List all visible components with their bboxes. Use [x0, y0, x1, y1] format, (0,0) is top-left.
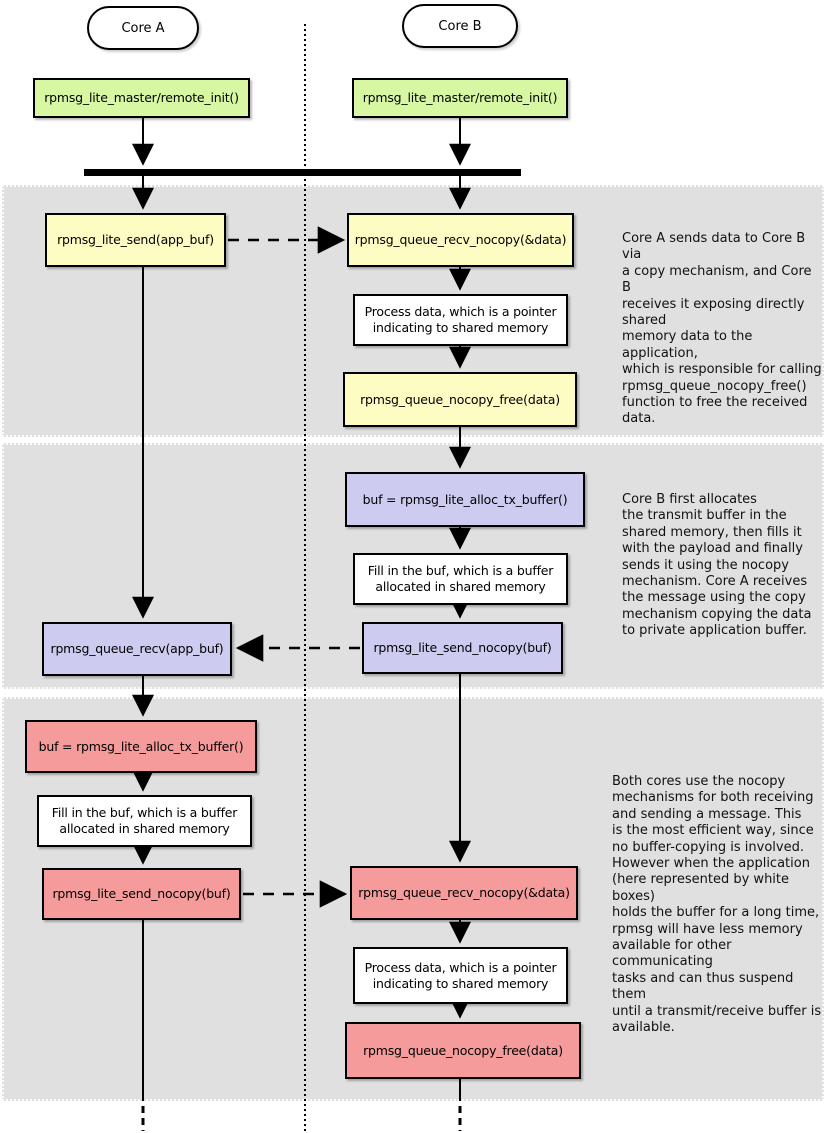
box-process-data-1-label: Process data, which is a pointer indicat…	[364, 304, 557, 335]
box-process-data-1: Process data, which is a pointer indicat…	[353, 294, 568, 346]
box-alloc-tx-buffer-b-label: buf = rpmsg_lite_alloc_tx_buffer()	[362, 491, 568, 507]
box-fill-buf-b-label: Fill in the buf, which is a buffer alloc…	[367, 563, 554, 594]
box-rpmsg-queue-recv-nocopy-label: rpmsg_queue_recv_nocopy(&data)	[354, 232, 567, 248]
box-fill-buf-b: Fill in the buf, which is a buffer alloc…	[353, 553, 568, 605]
note-nocopy-send: Core B first allocates the transmit buff…	[622, 492, 812, 639]
box-rpmsg-lite-send-nocopy-b: rpmsg_lite_send_nocopy(buf)	[362, 622, 563, 674]
box-rpmsg-queue-recv-nocopy: rpmsg_queue_recv_nocopy(&data)	[347, 213, 574, 267]
actor-core-b-label: Core B	[438, 18, 482, 34]
box-rpmsg-lite-send-nocopy-b-label: rpmsg_lite_send_nocopy(buf)	[373, 640, 552, 656]
actor-core-b: Core B	[402, 4, 518, 48]
actor-core-a-label: Core A	[121, 20, 165, 36]
box-rpmsg-queue-recv-a: rpmsg_queue_recv(app_buf)	[42, 622, 232, 676]
actor-core-a: Core A	[87, 6, 199, 50]
init-box-core-b-label: rpmsg_lite_master/remote_init()	[362, 90, 558, 106]
box-rpmsg-lite-send-nocopy-a-label: rpmsg_lite_send_nocopy(buf)	[52, 886, 231, 902]
box-rpmsg-lite-send: rpmsg_lite_send(app_buf)	[45, 213, 226, 267]
sync-bar	[84, 169, 521, 176]
init-box-core-a: rpmsg_lite_master/remote_init()	[33, 78, 250, 118]
box-fill-buf-a-label: Fill in the buf, which is a buffer alloc…	[51, 805, 238, 836]
box-rpmsg-queue-recv-nocopy-b2-label: rpmsg_queue_recv_nocopy(&data)	[358, 885, 570, 901]
box-rpmsg-queue-nocopy-free-1: rpmsg_queue_nocopy_free(data)	[343, 372, 577, 427]
box-rpmsg-queue-nocopy-free-1-label: rpmsg_queue_nocopy_free(data)	[360, 391, 560, 407]
box-rpmsg-queue-recv-nocopy-b2: rpmsg_queue_recv_nocopy(&data)	[350, 866, 578, 920]
box-fill-buf-a: Fill in the buf, which is a buffer alloc…	[37, 795, 252, 847]
note-copy-mechanism: Core A sends data to Core B via a copy m…	[622, 231, 822, 427]
box-alloc-tx-buffer-b: buf = rpmsg_lite_alloc_tx_buffer()	[345, 472, 585, 527]
box-rpmsg-queue-recv-a-label: rpmsg_queue_recv(app_buf)	[50, 641, 224, 657]
box-rpmsg-queue-nocopy-free-2-label: rpmsg_queue_nocopy_free(data)	[363, 1042, 563, 1058]
box-rpmsg-lite-send-label: rpmsg_lite_send(app_buf)	[57, 232, 214, 248]
box-alloc-tx-buffer-a: buf = rpmsg_lite_alloc_tx_buffer()	[25, 720, 257, 773]
init-box-core-b: rpmsg_lite_master/remote_init()	[352, 78, 568, 118]
box-process-data-2-label: Process data, which is a pointer indicat…	[364, 959, 557, 991]
init-box-core-a-label: rpmsg_lite_master/remote_init()	[44, 90, 239, 106]
box-rpmsg-lite-send-nocopy-a: rpmsg_lite_send_nocopy(buf)	[42, 868, 241, 920]
box-process-data-2: Process data, which is a pointer indicat…	[353, 947, 568, 1004]
box-alloc-tx-buffer-a-label: buf = rpmsg_lite_alloc_tx_buffer()	[38, 738, 244, 754]
note-nocopy-both: Both cores use the nocopy mechanisms for…	[612, 774, 822, 1036]
box-rpmsg-queue-nocopy-free-2: rpmsg_queue_nocopy_free(data)	[345, 1022, 581, 1079]
